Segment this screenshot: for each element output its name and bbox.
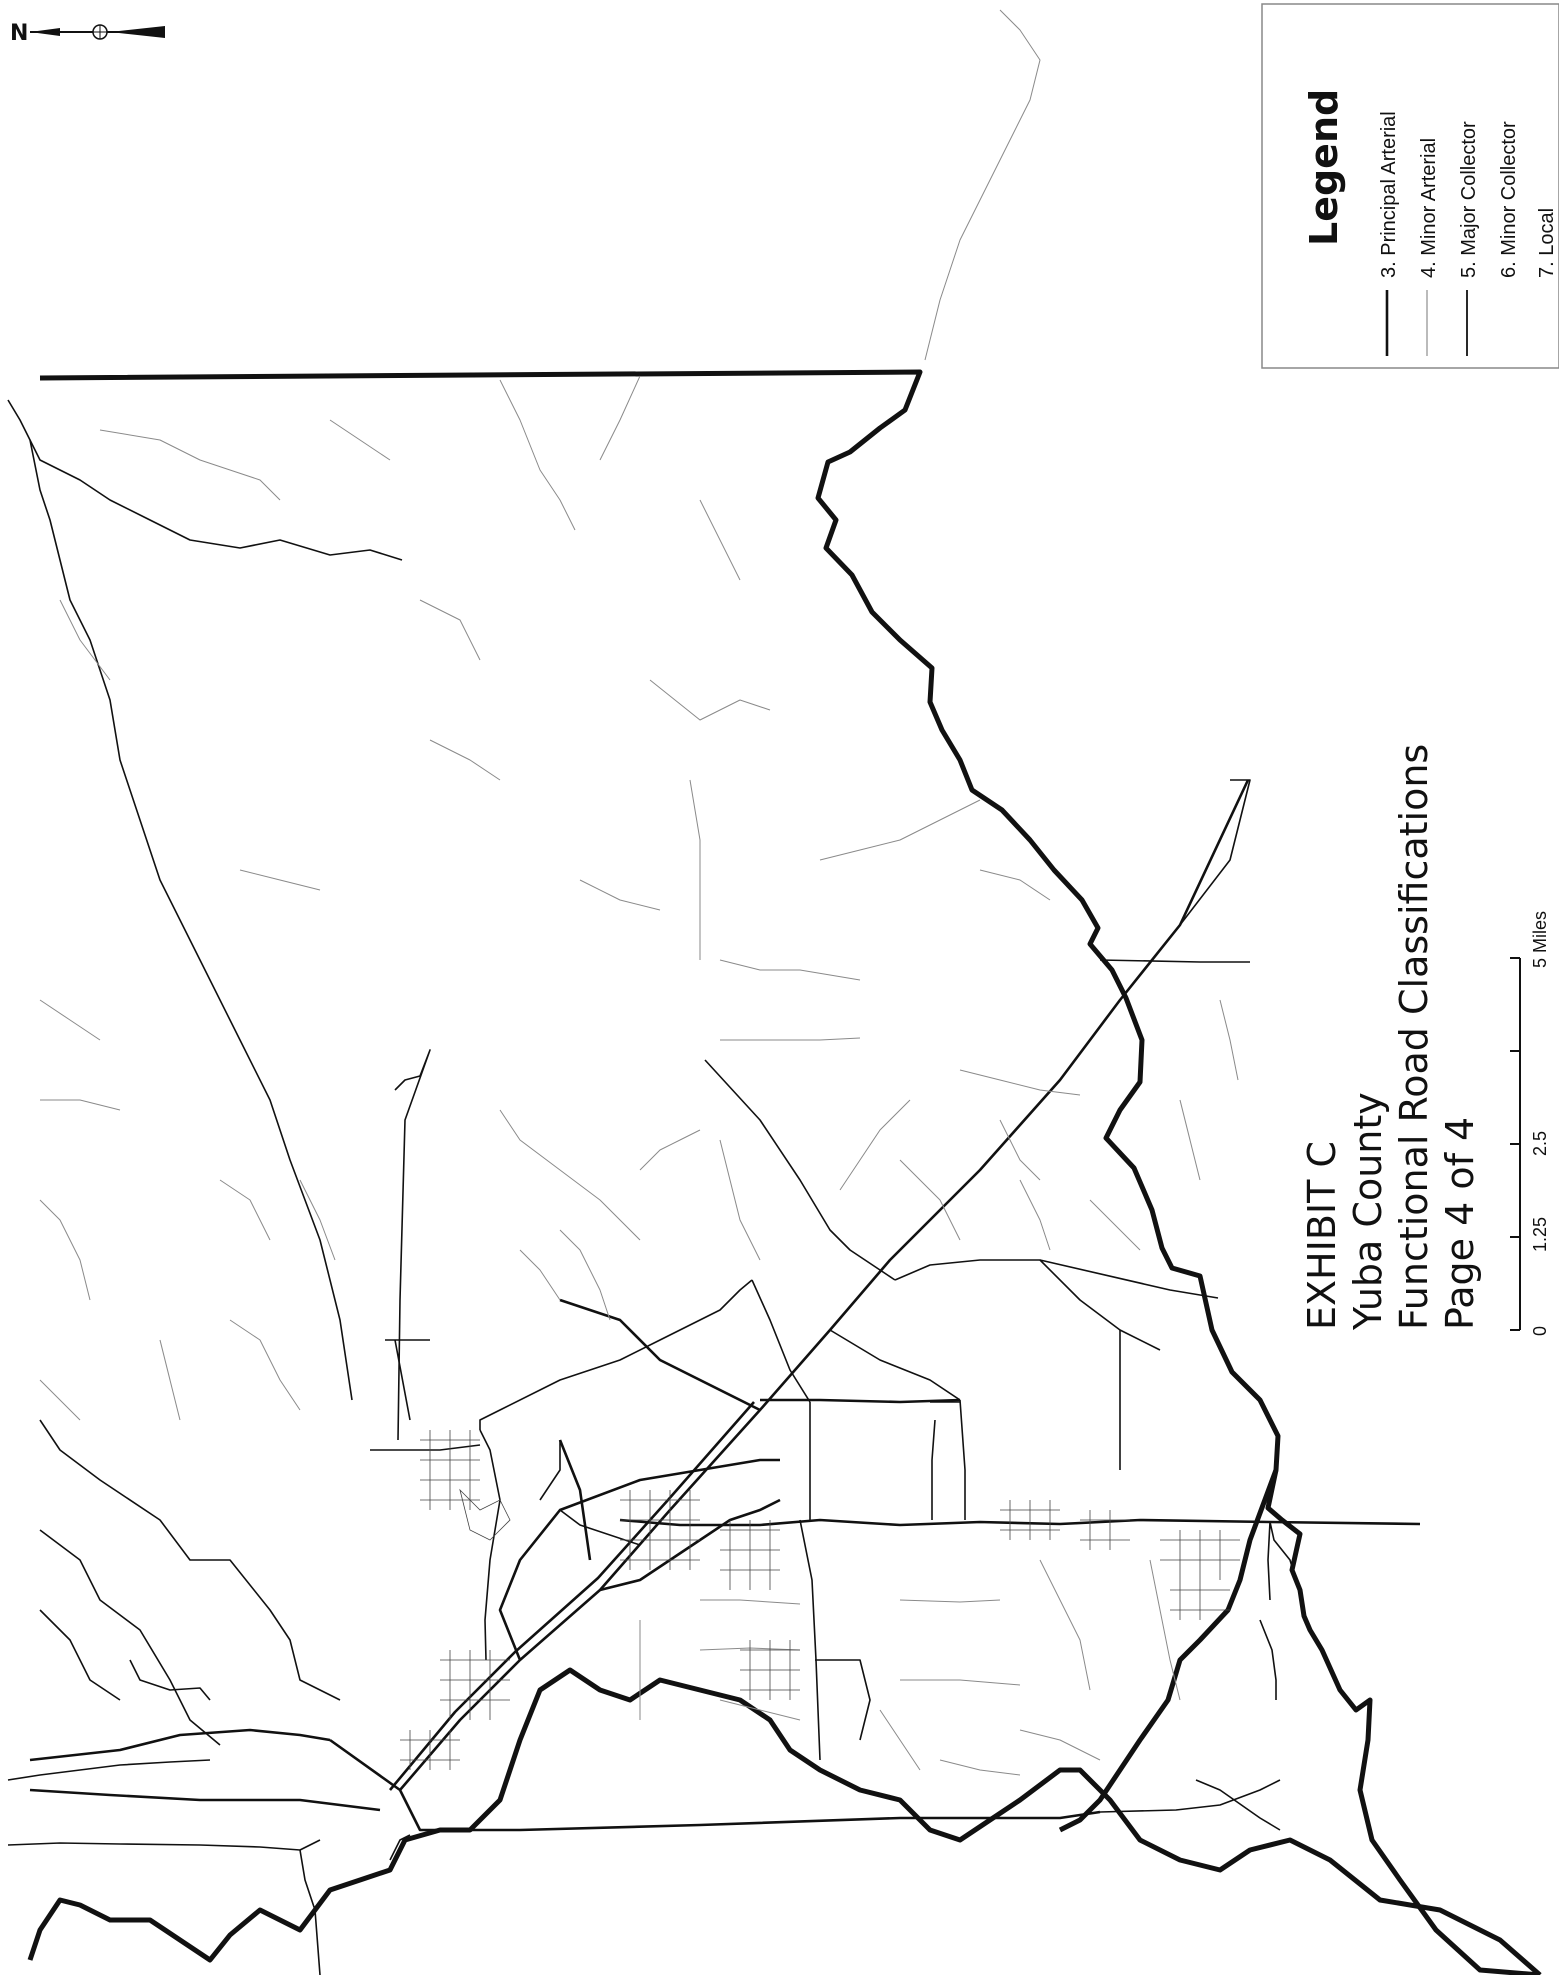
legend-item: 5. Major Collector — [1458, 121, 1480, 356]
north-arrow-letter: N — [10, 21, 28, 46]
legend-title: Legend — [1302, 89, 1346, 246]
legend-item-label: 3. Principal Arterial — [1378, 111, 1400, 278]
title-line-1: EXHIBIT C — [1300, 1141, 1344, 1330]
title-line-3: Functional Road Classifications — [1392, 744, 1436, 1330]
scale-tick-label: 5 Miles — [1530, 911, 1550, 968]
county-boundary — [27, 369, 1542, 1975]
legend-item-label: 4. Minor Arterial — [1418, 138, 1440, 278]
scale-tick-label: 2.5 — [1530, 1131, 1550, 1156]
title-block: EXHIBIT C Yuba County Functional Road Cl… — [1300, 744, 1482, 1331]
legend: Legend 3. Principal Arterial 4. Minor Ar… — [1261, 3, 1559, 369]
principal-arterials — [29, 779, 1421, 1832]
title-line-2: Yuba County — [1346, 1092, 1390, 1331]
north-arrow: N — [10, 21, 165, 46]
minor-collectors-local — [39, 9, 1239, 1776]
scale-tick-label: 1.25 — [1530, 1217, 1550, 1252]
legend-item: 4. Minor Arterial — [1418, 138, 1440, 356]
minor-arterials — [7, 399, 1297, 1975]
title-line-4: Page 4 of 4 — [1438, 1117, 1482, 1330]
legend-frame — [1261, 3, 1559, 369]
legend-item: 7. Local — [1536, 208, 1558, 278]
legend-item-label: 5. Major Collector — [1458, 121, 1480, 278]
scale-bar: 0 1.25 2.5 5 Miles — [1510, 911, 1550, 1336]
legend-item-label: 6. Minor Collector — [1498, 121, 1520, 278]
legend-item-label: 7. Local — [1536, 208, 1558, 278]
legend-item: 6. Minor Collector — [1498, 121, 1520, 278]
scale-tick-label: 0 — [1530, 1326, 1550, 1336]
urban-grid-areas — [400, 1430, 1240, 1770]
legend-item: 3. Principal Arterial — [1378, 111, 1400, 356]
